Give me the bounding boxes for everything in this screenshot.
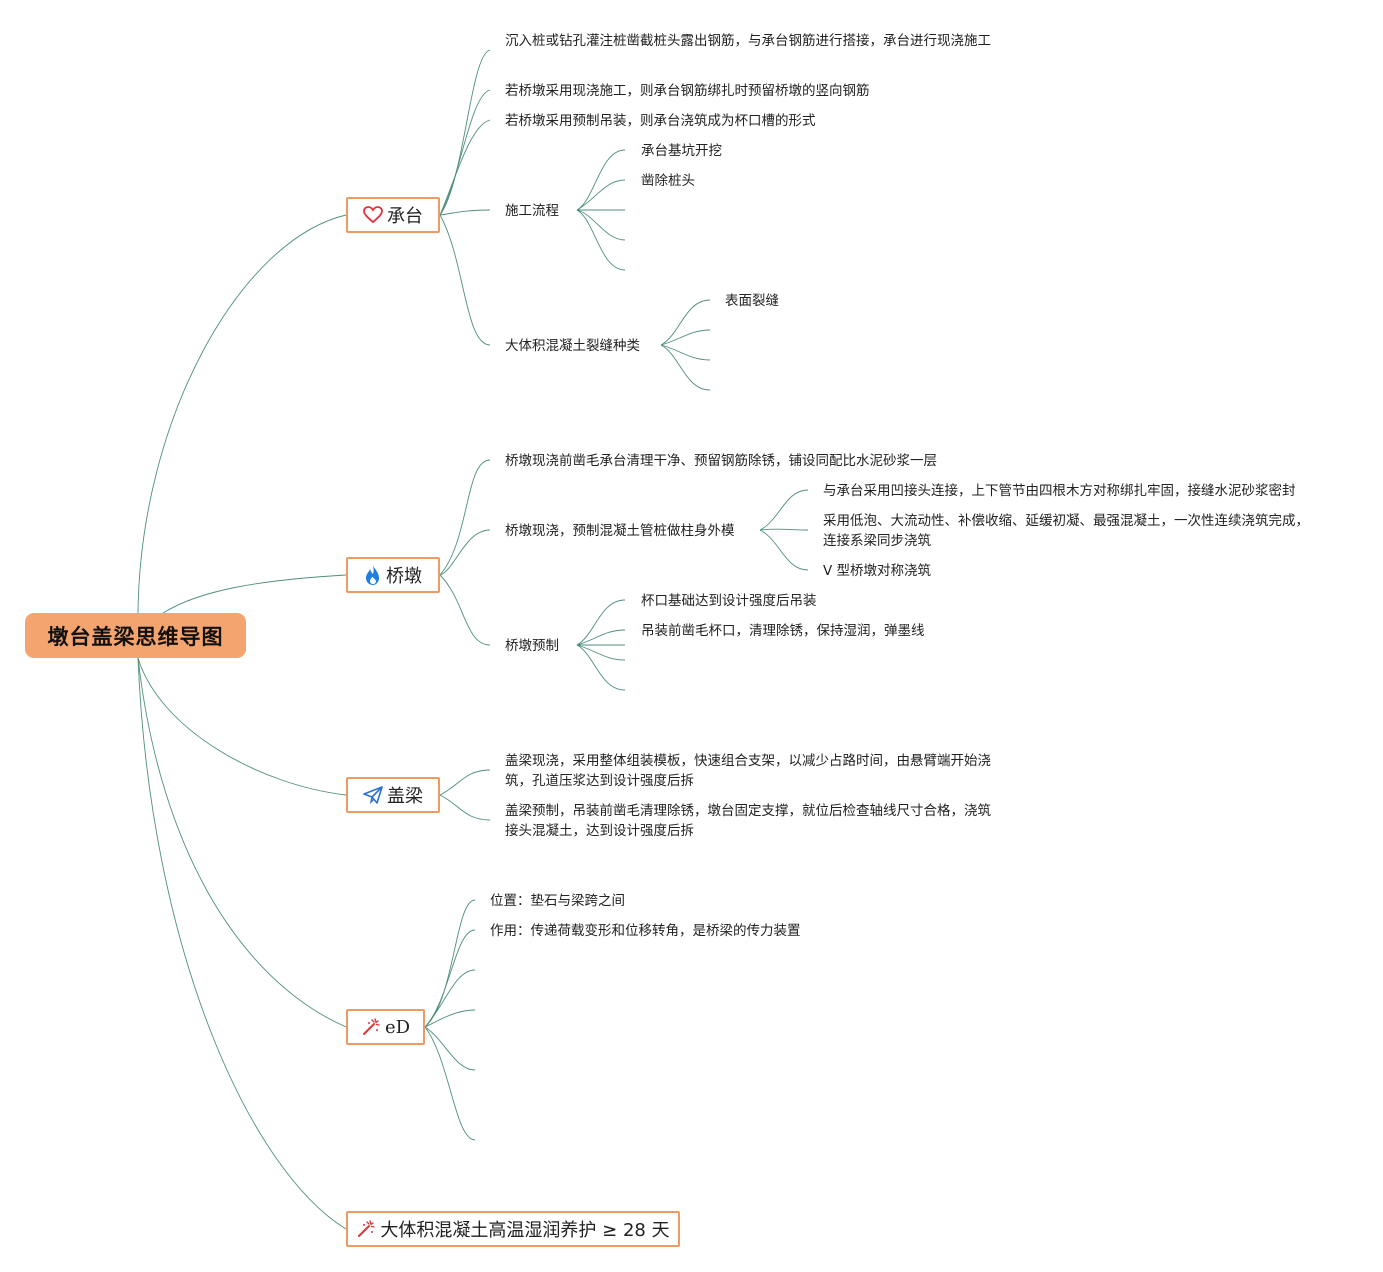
branch-label-gailiang: 盖梁 [387, 786, 423, 807]
leaf-chengtai-4: 施工流程 [505, 203, 559, 219]
leaf-chengtai-4-1: 承台基坑开挖 [641, 143, 722, 159]
heart-icon [363, 206, 383, 224]
leaf-qiaodun-3-2: 吊装前凿毛杯口，清理除锈，保持湿润，弹墨线 [641, 623, 925, 639]
leaf-chengtai-1: 沉入桩或钻孔灌注桩凿截桩头露出钢筋，与承台钢筋进行搭接，承台进行现浇施工 [505, 33, 991, 49]
magic-wand-icon [361, 1017, 381, 1037]
branch-yanghu[interactable]: 大体积混凝土高温湿润养护 ≥ 28 天 [346, 1211, 680, 1247]
branch-ed[interactable]: eD [346, 1009, 425, 1045]
fire-icon [364, 564, 382, 586]
leaf-ed-1: 位置：垫石与梁跨之间 [490, 893, 625, 909]
leaf-chengtai-5-1: 表面裂缝 [725, 293, 779, 309]
connector-root-ed [137, 657, 347, 1028]
leaf-qiaodun-2: 桥墩现浇，预制混凝土管桩做柱身外模 [505, 523, 735, 539]
branch-chengtai[interactable]: 承台 [346, 197, 440, 233]
leaf-chengtai-2: 若桥墩采用现浇施工，则承台钢筋绑扎时预留桥墩的竖向钢筋 [505, 83, 870, 99]
leaf-chengtai-5: 大体积混凝土裂缝种类 [505, 338, 640, 354]
leaf-qiaodun-2-2: 采用低泡、大流动性、补偿收缩、延缓初凝、最强混凝土，一次性连续浇筑完成，连接系梁… [823, 513, 1309, 549]
leaf-qiaodun-2-1: 与承台采用凹接头连接，上下管节由四根木方对称绑扎牢固，接缝水泥砂浆密封 [823, 483, 1296, 499]
branch-label-qiaodun: 桥墩 [386, 566, 422, 587]
branch-label-chengtai: 承台 [387, 206, 423, 227]
root-topic[interactable]: 墩台盖梁思维导图 [25, 613, 246, 658]
branch-label-yanghu: 大体积混凝土高温湿润养护 ≥ 28 天 [380, 1220, 670, 1241]
connector-root-gailiang [137, 657, 347, 796]
branch-gailiang[interactable]: 盖梁 [346, 777, 440, 813]
leaf-gailiang-2: 盖梁预制，吊装前凿毛清理除锈，墩台固定支撑，就位后检查轴线尺寸合格，浇筑接头混凝… [505, 803, 991, 839]
branch-qiaodun[interactable]: 桥墩 [346, 557, 440, 593]
leaf-chengtai-4-2: 凿除桩头 [641, 173, 695, 189]
leaf-qiaodun-3: 桥墩预制 [505, 638, 559, 654]
connector-root-qiaodun [162, 574, 347, 614]
connector-root-yanghu [137, 657, 347, 1230]
magic-wand-icon [356, 1219, 376, 1239]
connector-root-chengtai [137, 214, 347, 614]
branch-label-ed: eD [384, 1016, 411, 1038]
leaf-gailiang-1: 盖梁现浇，采用整体组装模板，快速组合支架，以减少占路时间，由悬臂端开始浇筑，孔道… [505, 753, 991, 789]
leaf-qiaodun-1: 桥墩现浇前凿毛承台清理干净、预留钢筋除锈，铺设同配比水泥砂浆一层 [505, 453, 937, 469]
leaf-chengtai-3: 若桥墩采用预制吊装，则承台浇筑成为杯口槽的形式 [505, 113, 816, 129]
leaf-ed-2: 作用：传递荷载变形和位移转角，是桥梁的传力装置 [490, 923, 801, 939]
paper-plane-icon [363, 786, 383, 804]
leaf-qiaodun-3-1: 杯口基础达到设计强度后吊装 [641, 593, 817, 609]
root-title: 墩台盖梁思维导图 [47, 624, 224, 649]
leaf-qiaodun-2-3: V 型桥墩对称浇筑 [823, 563, 932, 579]
